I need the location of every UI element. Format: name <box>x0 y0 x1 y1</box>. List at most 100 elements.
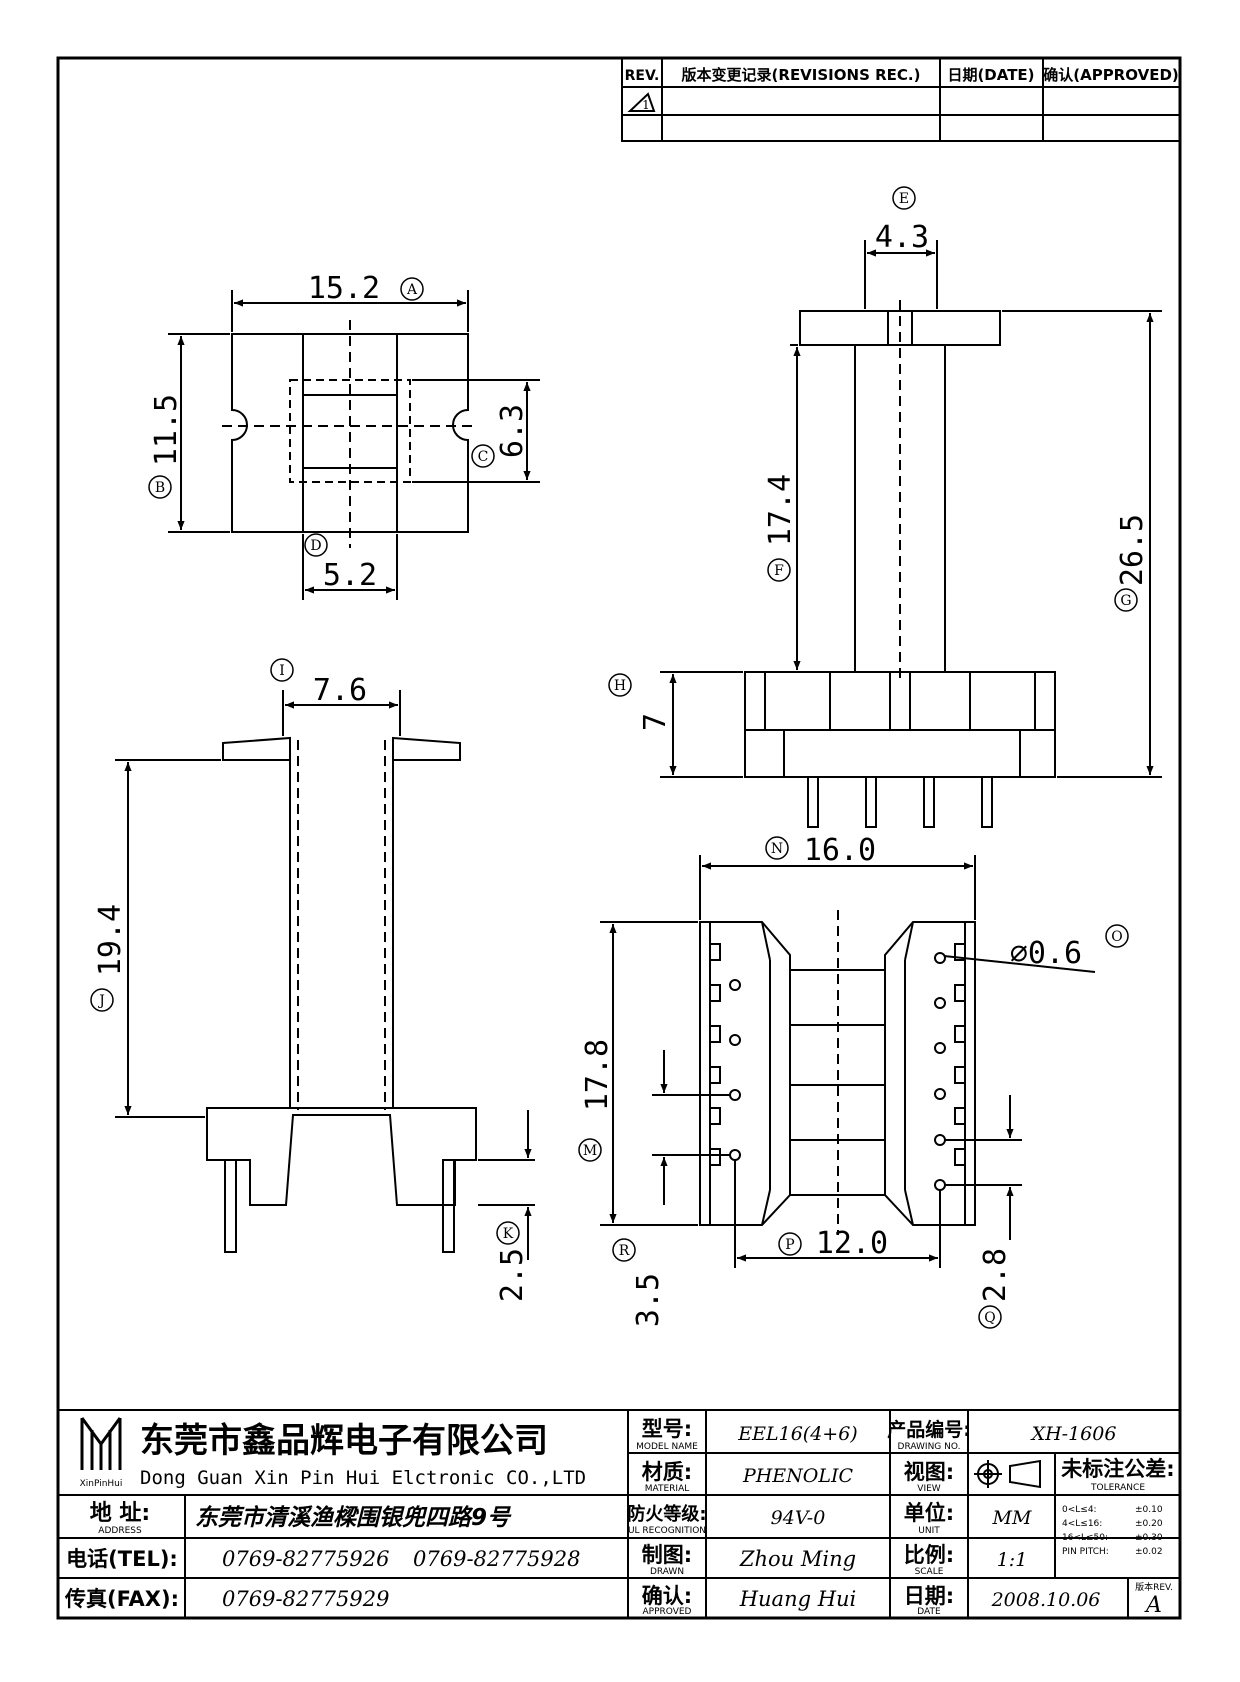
drawing-no-label-en: DRAWING NO. <box>898 1442 961 1452</box>
dim-m-letter-icon: M <box>578 1138 602 1162</box>
company-name-en: Dong Guan Xin Pin Hui Elctronic CO.,LTD <box>140 1467 586 1489</box>
svg-text:16<L≤50:: 16<L≤50: <box>1062 1533 1108 1543</box>
dim-a-value: 15.2 <box>308 271 380 306</box>
svg-text:M: M <box>583 1143 597 1159</box>
tolerance-table: 0<L≤4: ±0.10 4<L≤16: ±0.20 16<L≤50: ±0.3… <box>1062 1505 1163 1557</box>
dim-h-value: 7 <box>638 713 673 731</box>
date-label-en: DATE <box>917 1607 941 1617</box>
rev-value: A <box>1144 1593 1162 1618</box>
svg-text:N: N <box>771 841 783 857</box>
svg-text:Q: Q <box>984 1310 995 1326</box>
dim-e-letter-icon: E <box>892 186 916 210</box>
dim-q-letter-icon: Q <box>978 1305 1002 1329</box>
tel-value-2: 0769-82775928 <box>413 1547 580 1571</box>
approved-value: Huang Hui <box>739 1587 857 1611</box>
svg-text:R: R <box>619 1243 630 1259</box>
material-label: 材质: <box>642 1460 692 1484</box>
dim-c-letter-icon: C <box>471 444 495 468</box>
view-label-en: VIEW <box>917 1484 940 1494</box>
projection-symbol-icon <box>974 1459 1041 1489</box>
view-label: 视图: <box>904 1460 954 1484</box>
dim-o-value: ⌀0.6 <box>1010 936 1082 971</box>
svg-text:1: 1 <box>642 98 650 112</box>
drawn-value: Zhou Ming <box>739 1547 856 1571</box>
tel-value-1: 0769-82775926 <box>222 1547 389 1571</box>
svg-text:±0.30: ±0.30 <box>1135 1533 1163 1543</box>
svg-text:±0.20: ±0.20 <box>1135 1519 1163 1529</box>
dim-g-value: 26.5 <box>1115 514 1150 586</box>
svg-text:B: B <box>155 480 165 496</box>
dim-i-letter-icon: I <box>270 658 294 682</box>
dim-j-value: 19.4 <box>93 904 128 976</box>
revision-date-header: 日期(DATE) <box>947 66 1034 84</box>
unit-value: MM <box>992 1507 1032 1529</box>
dim-p-value: 12.0 <box>816 1226 888 1261</box>
dim-k-letter-icon: K <box>496 1221 520 1245</box>
dim-k-value: 2.5 <box>495 1248 530 1302</box>
tel-label: 电话(TEL): <box>66 1547 178 1571</box>
ul-label: 防火等级: <box>627 1503 706 1525</box>
svg-text:J: J <box>97 993 105 1009</box>
ul-label-en: UL RECOGNITION <box>628 1526 706 1536</box>
dim-f-letter-icon: F <box>767 558 791 582</box>
svg-text:D: D <box>310 538 321 554</box>
logo-text: XinPinHui <box>80 1479 123 1489</box>
dim-o-letter-icon: O <box>1105 924 1129 948</box>
drawing-no-value: XH-1606 <box>1030 1423 1117 1445</box>
dim-j-letter-icon: J <box>90 988 114 1012</box>
svg-text:A: A <box>406 282 418 298</box>
dim-a-letter-icon: A <box>400 277 424 301</box>
svg-text:±0.02: ±0.02 <box>1135 1547 1163 1557</box>
ul-value: 94V-0 <box>771 1507 826 1529</box>
dim-n-letter-icon: N <box>765 836 789 860</box>
model-label: 型号: <box>642 1417 692 1441</box>
revision-table <box>621 57 1181 142</box>
svg-text:4<L≤16:: 4<L≤16: <box>1062 1519 1102 1529</box>
rev-label: 版本REV. <box>1135 1581 1173 1593</box>
dim-m-value: 17.8 <box>580 1039 615 1111</box>
svg-text:0<L≤4:: 0<L≤4: <box>1062 1505 1097 1515</box>
svg-text:O: O <box>1111 929 1122 945</box>
dim-h-letter-icon: H <box>608 673 632 697</box>
svg-text:K: K <box>503 1226 514 1242</box>
dim-b-letter-icon: B <box>148 475 172 499</box>
bottom-view <box>600 855 1096 1268</box>
dim-b-value: 11.5 <box>149 394 184 466</box>
svg-text:P: P <box>785 1237 794 1253</box>
drawn-label: 制图: <box>642 1543 692 1567</box>
fax-value: 0769-82775929 <box>222 1587 389 1611</box>
address-value: 东莞市清溪渔樑围银兜四路9号 <box>195 1504 512 1531</box>
tolerance-label: 未标注公差: <box>1061 1457 1174 1481</box>
svg-text:I: I <box>279 663 285 679</box>
rev-header: REV. <box>625 68 660 84</box>
address-label: 地 址: <box>90 1501 150 1526</box>
svg-text:G: G <box>1120 593 1131 609</box>
material-label-en: MATERIAL <box>645 1484 690 1494</box>
approved-label: 确认: <box>642 1584 692 1608</box>
tolerance-label-en: TOLERANCE <box>1090 1483 1145 1493</box>
dim-r-value: 3.5 <box>631 1273 666 1327</box>
date-label: 日期: <box>904 1584 954 1608</box>
date-value: 2008.10.06 <box>991 1589 1101 1611</box>
dim-i-value: 7.6 <box>313 673 367 708</box>
dim-d-letter-icon: D <box>304 533 328 557</box>
svg-text:F: F <box>774 563 784 579</box>
scale-label: 比例: <box>904 1543 954 1567</box>
svg-text:PIN PITCH:: PIN PITCH: <box>1062 1547 1109 1557</box>
unit-label: 单位: <box>904 1501 954 1525</box>
top-view <box>168 290 540 600</box>
approved-label-en: APPROVED <box>643 1607 692 1617</box>
side-view <box>660 240 1162 828</box>
front-view <box>115 690 535 1260</box>
dim-n-value: 16.0 <box>804 833 876 868</box>
dim-f-value: 17.4 <box>763 474 798 546</box>
revision-approved-header: 确认(APPROVED) <box>1043 66 1179 84</box>
dim-q-value: 2.8 <box>978 1248 1013 1302</box>
svg-text:C: C <box>478 449 489 465</box>
dim-d-value: 5.2 <box>323 558 377 593</box>
dim-e-value: 4.3 <box>875 220 929 255</box>
model-value: EEL16(4+6) <box>737 1423 857 1445</box>
dim-g-letter-icon: G <box>1114 588 1138 612</box>
scale-label-en: SCALE <box>915 1567 944 1577</box>
svg-text:E: E <box>899 191 909 207</box>
